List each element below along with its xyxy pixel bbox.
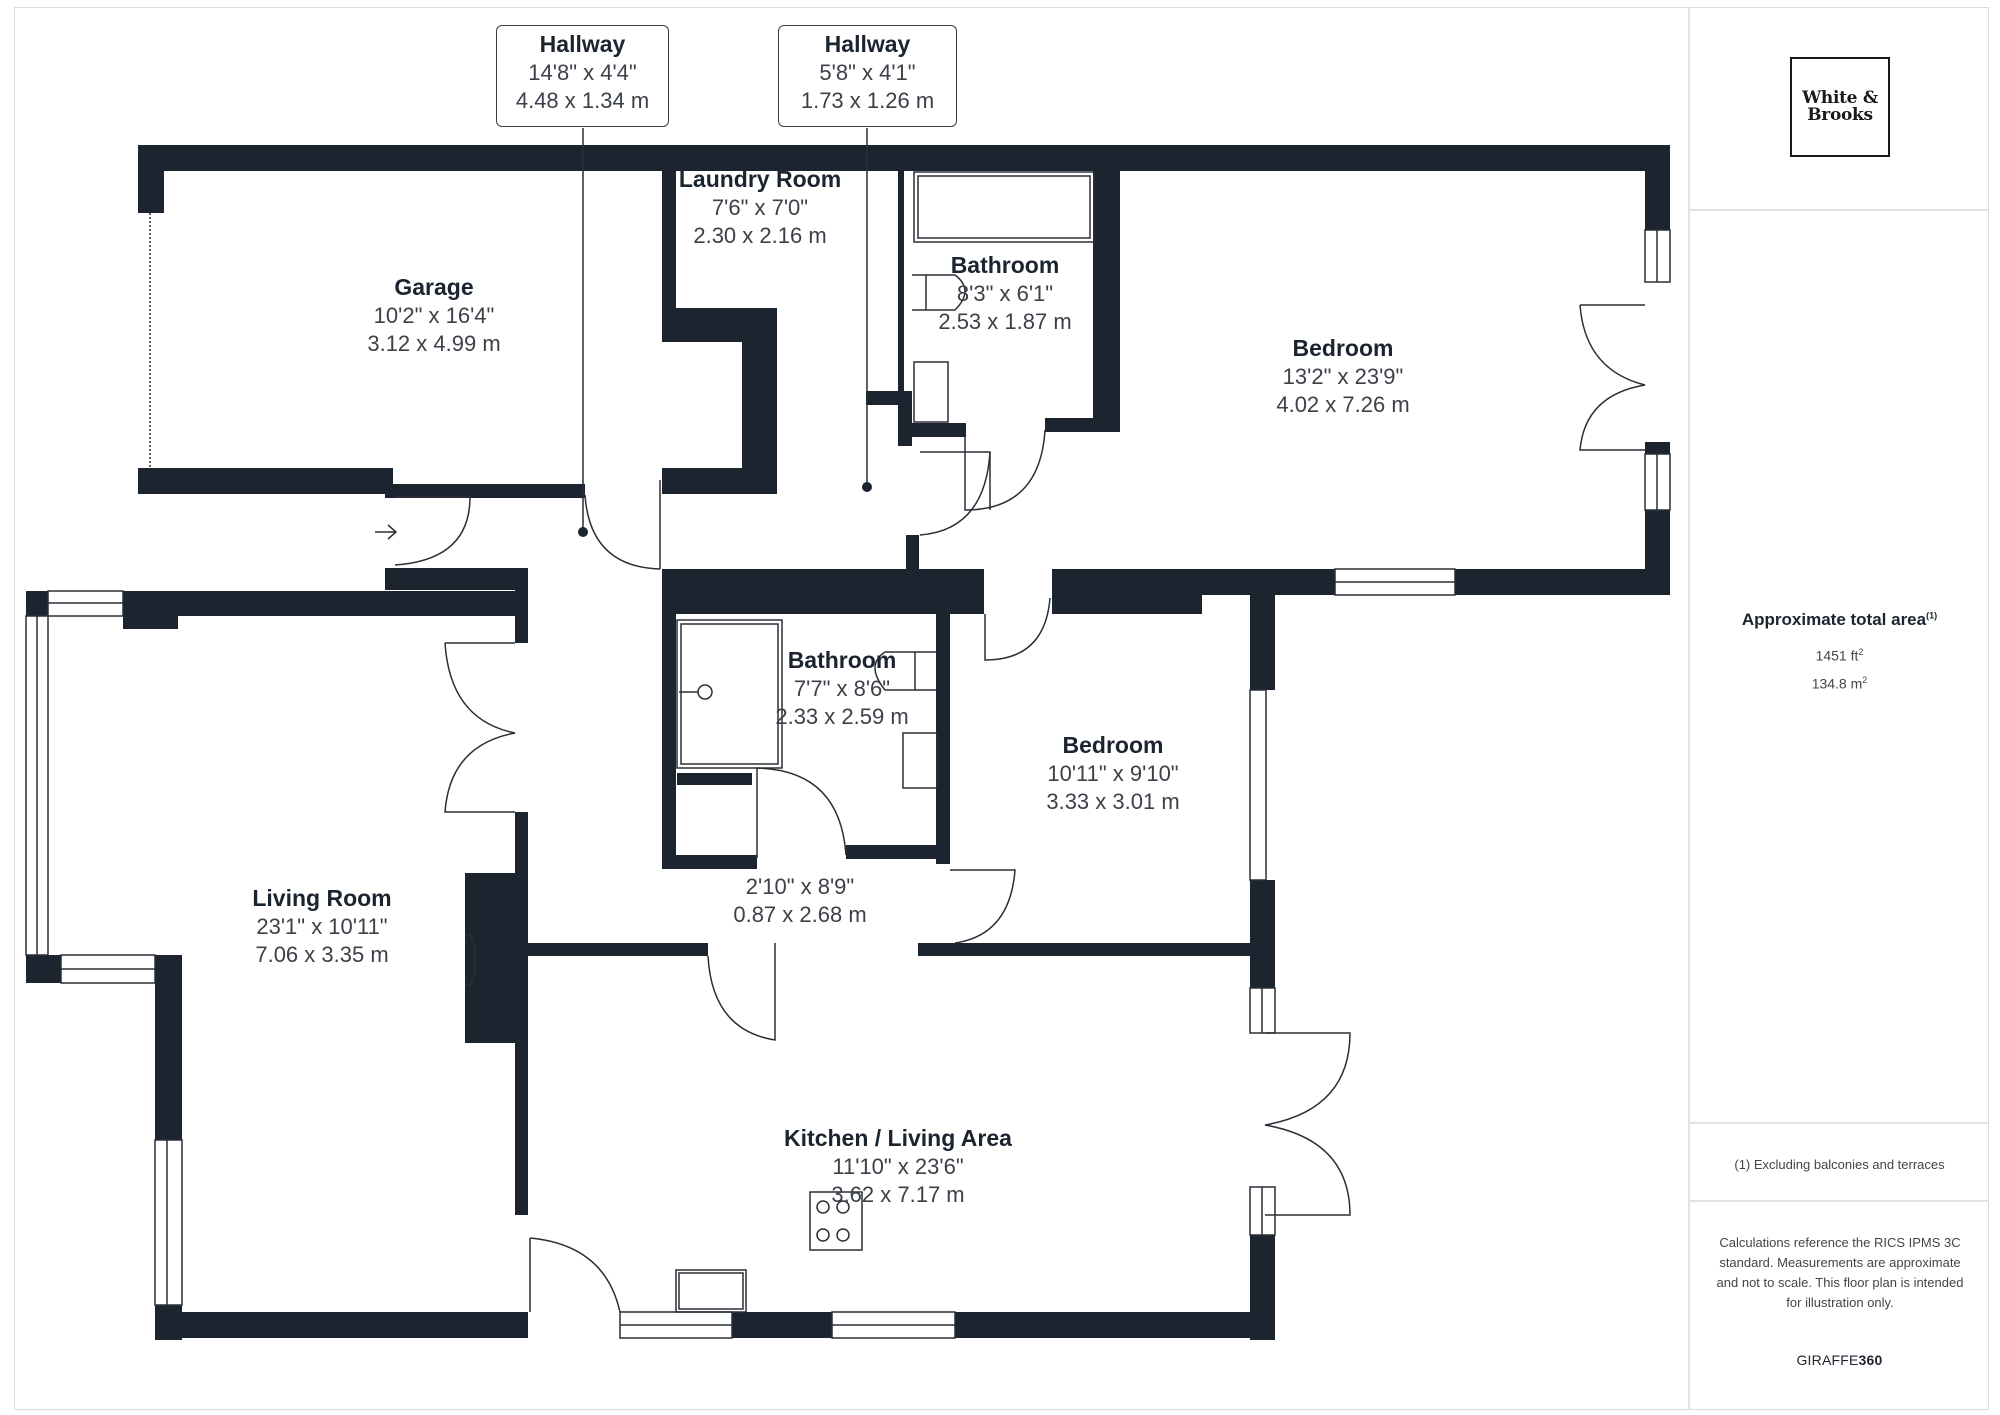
area-metric-exponent: 2	[1862, 675, 1868, 685]
room-metric: 2.53 x 1.87 m	[938, 309, 1072, 334]
room-label-living-room: Living Room 23'1" x 10'11" 7.06 x 3.35 m	[252, 884, 391, 969]
room-label-bathroom-2: Bathroom 7'7" x 8'6" 2.33 x 2.59 m	[775, 646, 908, 731]
footnote-marker: (1)	[1926, 610, 1938, 621]
hallway-callout-1: Hallway 14'8" x 4'4" 4.48 x 1.34 m	[496, 25, 669, 127]
provider-brand: GIRAFFE360	[1690, 1352, 1989, 1368]
room-name: Living Room	[252, 885, 392, 911]
callout-metric: 1.73 x 1.26 m	[800, 88, 935, 113]
provider-brand-prefix: GIRAFFE	[1796, 1352, 1859, 1368]
room-imperial: 7'6" x 7'0"	[711, 195, 809, 220]
logo-section: White & Brooks	[1690, 7, 1989, 211]
area-footnote: (1) Excluding balconies and terraces	[1734, 1157, 1945, 1172]
room-metric: 3.12 x 4.99 m	[367, 331, 501, 356]
brand-logo: White & Brooks	[1790, 57, 1890, 157]
room-imperial: 10'11" x 9'10"	[1047, 761, 1179, 786]
divider	[1690, 1200, 1989, 1202]
room-name: Bedroom	[1062, 732, 1164, 758]
walls	[26, 145, 1670, 1340]
fixtures-and-doors	[25, 128, 1671, 1339]
room-name: Bathroom	[950, 252, 1060, 278]
room-name: Kitchen / Living Area	[784, 1125, 1012, 1151]
room-label-hallway-3: 2'10" x 8'9" 0.87 x 2.68 m	[733, 873, 866, 929]
floorplan-frame	[14, 7, 1989, 1410]
room-label-kitchen: Kitchen / Living Area 11'10" x 23'6" 3.6…	[784, 1124, 1012, 1209]
logo-text-line-2: Brooks	[1807, 105, 1873, 125]
callout-metric: 4.48 x 1.34 m	[515, 88, 650, 113]
area-metric: 134.8 m2	[1690, 675, 1989, 692]
room-metric: 2.33 x 2.59 m	[775, 704, 909, 729]
total-area-title: Approximate total area(1)	[1690, 610, 1989, 630]
divider	[1690, 1122, 1989, 1124]
callout-name: Hallway	[539, 31, 626, 57]
room-imperial: 7'7" x 8'6"	[793, 676, 891, 701]
logo-text-line-1: White &	[1802, 88, 1878, 108]
room-imperial: 10'2" x 16'4"	[373, 303, 495, 328]
hallway-markers	[578, 482, 872, 537]
room-metric: 0.87 x 2.68 m	[733, 902, 867, 927]
callout-name: Hallway	[824, 31, 911, 57]
total-area-title-text: Approximate total area	[1741, 610, 1927, 629]
room-name: Bedroom	[1292, 335, 1394, 361]
room-name: Bathroom	[787, 647, 897, 673]
room-name: Laundry Room	[678, 166, 842, 192]
room-name: Garage	[394, 274, 474, 300]
provider-brand-suffix: 360	[1858, 1352, 1883, 1368]
room-label-garage: Garage 10'2" x 16'4" 3.12 x 4.99 m	[367, 273, 500, 358]
info-sidebar: White & Brooks Approximate total area(1)…	[1688, 7, 1989, 1410]
room-imperial: 11'10" x 23'6"	[832, 1154, 964, 1179]
room-metric: 7.06 x 3.35 m	[255, 942, 389, 967]
disclaimer-text: Calculations reference the RICS IPMS 3C …	[1716, 1235, 1964, 1310]
room-metric: 3.62 x 7.17 m	[831, 1182, 965, 1207]
room-imperial: 23'1" x 10'11"	[256, 914, 388, 939]
area-imperial: 1451 ft2	[1690, 647, 1989, 664]
room-imperial: 13'2" x 23'9"	[1282, 364, 1404, 389]
floor-plan-drawing	[25, 128, 1671, 1340]
callout-imperial: 14'8" x 4'4"	[528, 60, 637, 85]
room-metric: 4.02 x 7.26 m	[1276, 392, 1410, 417]
room-metric: 2.30 x 2.16 m	[693, 223, 827, 248]
room-label-laundry: Laundry Room 7'6" x 7'0" 2.30 x 2.16 m	[679, 165, 841, 250]
area-imperial-exponent: 2	[1858, 647, 1864, 657]
callout-imperial: 5'8" x 4'1"	[819, 60, 916, 85]
area-metric-value: 134.8 m	[1811, 675, 1863, 692]
room-label-bedroom-1: Bedroom 13'2" x 23'9" 4.02 x 7.26 m	[1276, 334, 1409, 419]
room-label-bedroom-2: Bedroom 10'11" x 9'10" 3.33 x 3.01 m	[1046, 731, 1179, 816]
room-label-bathroom-1: Bathroom 8'3" x 6'1" 2.53 x 1.87 m	[938, 251, 1071, 336]
room-imperial: 2'10" x 8'9"	[745, 874, 855, 899]
room-imperial: 8'3" x 6'1"	[956, 281, 1054, 306]
hallway-callout-2: Hallway 5'8" x 4'1" 1.73 x 1.26 m	[778, 25, 957, 127]
area-imperial-value: 1451 ft	[1815, 647, 1859, 664]
room-metric: 3.33 x 3.01 m	[1046, 789, 1180, 814]
